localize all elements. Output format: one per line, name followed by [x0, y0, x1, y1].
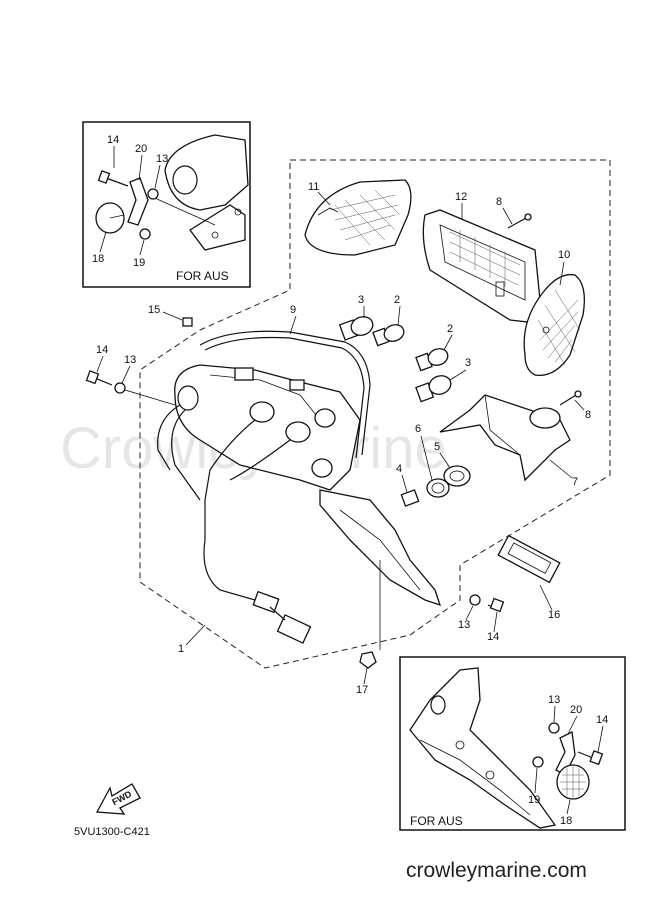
fwd-arrow-icon: FWD — [95, 783, 141, 815]
inset-top-callout-20: 20 — [135, 143, 147, 155]
assembly-boundary — [139, 159, 611, 669]
inset-bottom-label: FOR AUS — [410, 814, 463, 828]
callout-6: 6 — [415, 423, 421, 435]
inset-top-label: FOR AUS — [176, 269, 229, 283]
callout-8b: 8 — [585, 409, 591, 421]
inset-bottom-callout-18: 18 — [560, 815, 572, 827]
part-10-side-lens — [523, 273, 586, 376]
part-11-lens — [304, 179, 412, 256]
callout-9: 9 — [290, 304, 296, 316]
inset-bottom-callout-20: 20 — [570, 704, 582, 716]
bulb-pair-right — [415, 348, 452, 403]
callout-16: 16 — [548, 609, 560, 621]
inset-top-callout-18: 18 — [92, 253, 104, 265]
inset-top-callout-13: 13 — [156, 153, 168, 165]
callout-13b: 13 — [458, 619, 470, 631]
callout-14b: 14 — [487, 631, 499, 643]
callout-5: 5 — [434, 441, 440, 453]
callout-1: 1 — [178, 643, 184, 655]
part-16-license-lamp — [497, 534, 561, 584]
callout-7: 7 — [572, 476, 578, 488]
inset-top: 14 20 13 18 19 FOR AUS — [82, 121, 251, 288]
part-5-grommet — [443, 465, 471, 487]
inset-top-bracket — [189, 204, 246, 251]
part-9-wire-frame — [199, 330, 371, 459]
inset-top-callout-14: 14 — [107, 134, 119, 146]
part-1-base-assembly — [157, 364, 442, 644]
inset-bottom-callout-14: 14 — [596, 714, 608, 726]
callout-4: 4 — [396, 463, 402, 475]
part-7-reflector — [439, 394, 571, 482]
callout-3b: 3 — [465, 357, 471, 369]
callout-2b: 2 — [447, 323, 453, 335]
callout-14: 14 — [96, 344, 108, 356]
callout-8a: 8 — [496, 196, 502, 208]
callout-2a: 2 — [394, 294, 400, 306]
callout-15: 15 — [148, 304, 160, 316]
inset-bottom: 13 20 14 19 18 FOR AUS — [399, 656, 626, 831]
inset-top-lamp — [164, 134, 249, 211]
callout-3a: 3 — [358, 294, 364, 306]
callout-17: 17 — [356, 684, 368, 696]
callout-11: 11 — [308, 181, 319, 193]
part-4-bulb — [400, 489, 420, 507]
callout-13: 13 — [124, 354, 136, 366]
part-6-grommet — [426, 478, 450, 498]
inset-bottom-callout-13: 13 — [548, 694, 560, 706]
inset-top-callout-19: 19 — [133, 257, 145, 269]
callout-10: 10 — [558, 249, 570, 261]
inset-bottom-callout-19: 19 — [528, 794, 540, 806]
callout-12: 12 — [455, 191, 467, 203]
part-12-housing — [422, 209, 541, 323]
website-text: crowleymarine.com — [406, 859, 587, 882]
bulb-pair-upper — [338, 316, 405, 347]
drawing-code: 5VU1300-C421 — [74, 826, 150, 838]
